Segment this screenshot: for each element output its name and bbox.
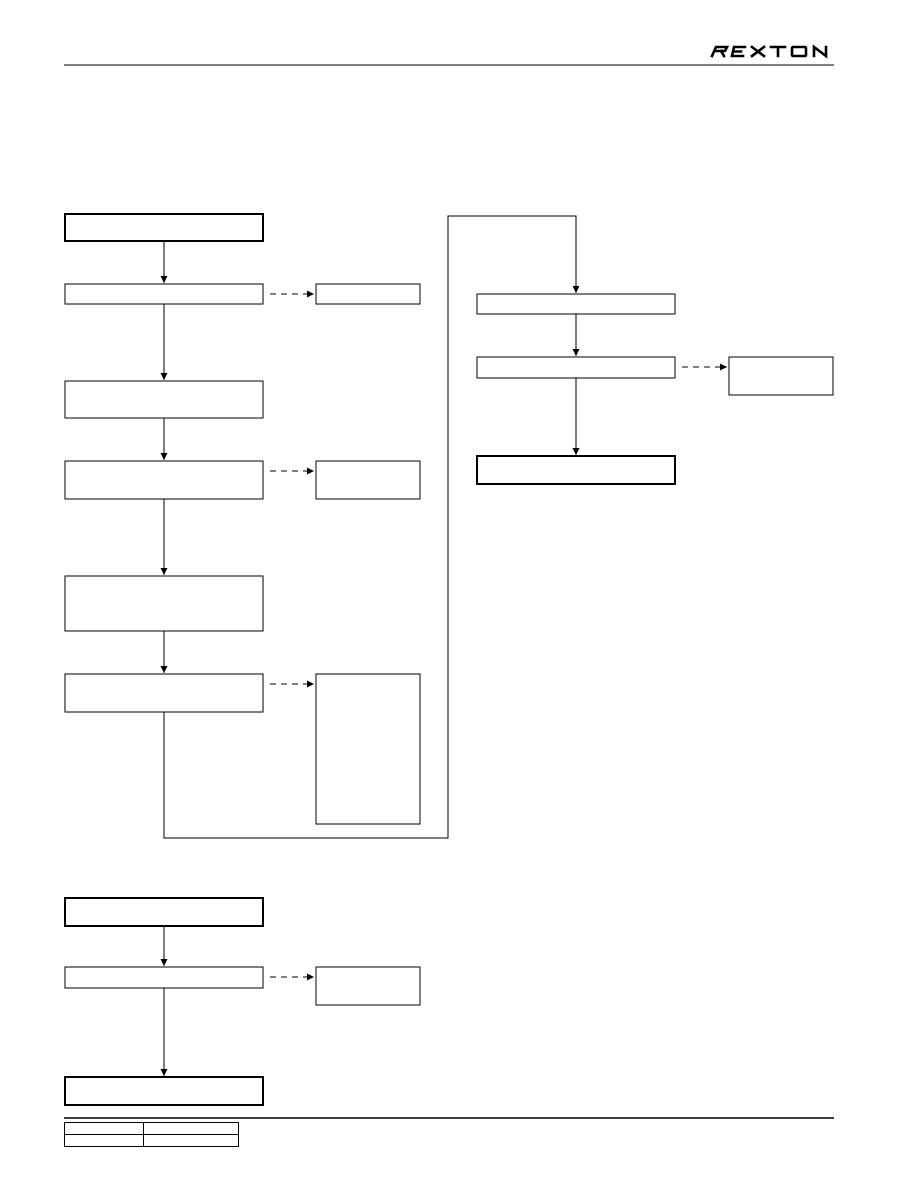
flow-step-box-5	[64, 673, 264, 713]
table-row	[64, 1122, 239, 1135]
footer-table	[64, 1122, 239, 1147]
flow-side-box-5	[315, 966, 421, 1006]
table-cell	[64, 1134, 144, 1147]
flow-step-box-1	[64, 283, 264, 305]
table-row	[64, 1134, 239, 1147]
table-cell	[143, 1134, 239, 1147]
flow-side-box-2	[315, 460, 421, 500]
flow-connector	[163, 215, 580, 839]
flow-end-box-1	[476, 455, 676, 485]
flow-side-box-1	[315, 283, 421, 305]
flow-step-box-8	[64, 966, 264, 989]
table-cell	[64, 1122, 144, 1135]
flow-step-box-6	[476, 293, 676, 315]
flow-start-box-2	[64, 897, 264, 927]
flow-side-box-4	[728, 356, 834, 396]
flow-start-box	[64, 213, 264, 242]
flow-step-box-7	[476, 356, 676, 379]
flow-step-box-2	[64, 380, 264, 419]
table-cell	[143, 1122, 239, 1135]
flow-side-box-3	[315, 673, 421, 825]
rexton-logo-icon	[710, 44, 828, 59]
flow-step-box-4	[64, 575, 264, 632]
flow-step-box-3	[64, 460, 264, 500]
flow-end-box-2	[64, 1076, 264, 1106]
